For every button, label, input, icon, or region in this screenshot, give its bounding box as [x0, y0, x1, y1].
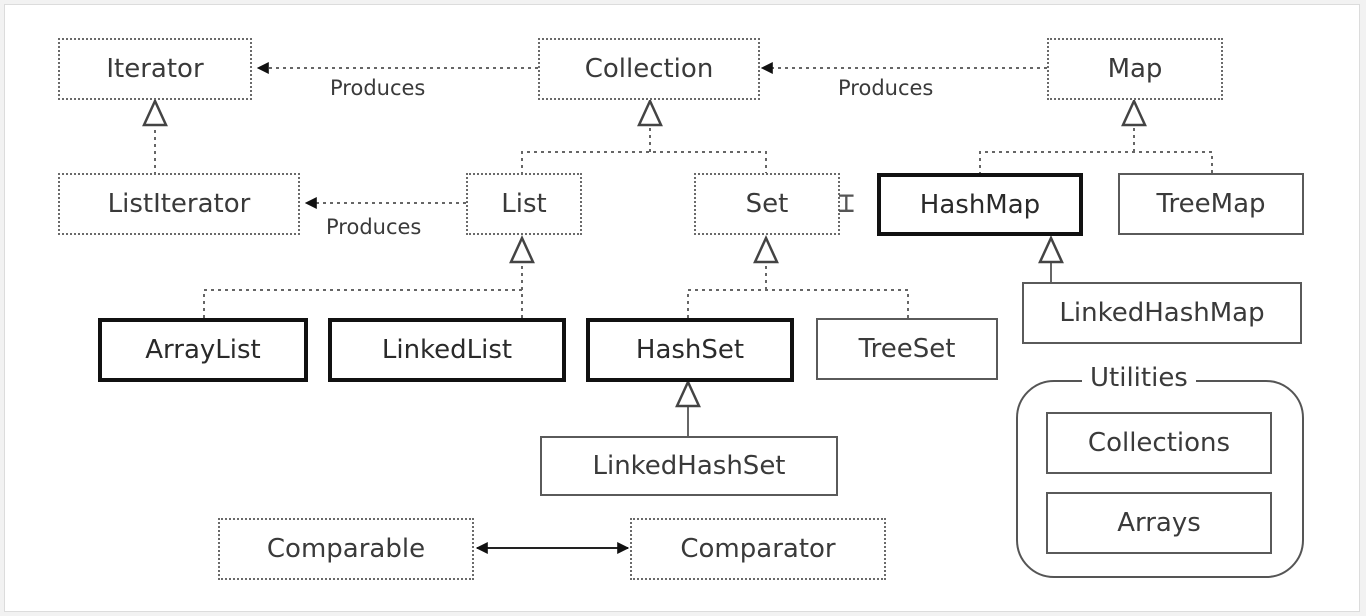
node-comparator: Comparator: [630, 518, 886, 580]
node-linked-list: LinkedList: [328, 318, 566, 382]
node-linked-hash-set: LinkedHashSet: [540, 436, 838, 496]
utilities-title: Utilities: [1082, 363, 1196, 393]
inherit-triangle-hashset: [675, 378, 701, 408]
inherit-triangle-map: [1121, 97, 1147, 127]
inherit-triangle-hashmap: [1038, 234, 1064, 264]
produces-label-iterator: Produces: [330, 76, 426, 100]
inherit-edge-sets-set: [687, 262, 909, 318]
inherit-triangle-list: [509, 234, 535, 264]
produces-label-listiterator: Produces: [326, 215, 422, 239]
node-collections: Collections: [1046, 412, 1272, 474]
inherit-edge-list-set-collection: [521, 125, 767, 175]
text-cursor-icon: ⌶: [838, 186, 855, 219]
node-iterator: Iterator: [58, 38, 252, 100]
node-hash-map: HashMap: [877, 173, 1083, 236]
node-collection: Collection: [538, 38, 760, 100]
node-list: List: [466, 173, 582, 235]
inherit-triangle-set: [753, 234, 779, 264]
produces-label-collection: Produces: [838, 76, 934, 100]
node-arrays: Arrays: [1046, 492, 1272, 554]
inherit-edge-lists-list: [203, 262, 523, 318]
inherit-triangle-collection: [637, 97, 663, 127]
node-comparable: Comparable: [218, 518, 474, 580]
node-map: Map: [1047, 38, 1223, 100]
node-array-list: ArrayList: [98, 318, 308, 382]
node-hash-set: HashSet: [586, 318, 794, 382]
node-tree-set: TreeSet: [816, 318, 998, 380]
inherit-edge-maps-map: [979, 125, 1213, 175]
node-list-iterator: ListIterator: [58, 173, 300, 235]
node-set: Set: [694, 173, 840, 235]
node-linked-hash-map: LinkedHashMap: [1022, 282, 1302, 344]
inherit-triangle-iterator: [142, 97, 168, 127]
node-tree-map: TreeMap: [1118, 173, 1304, 235]
